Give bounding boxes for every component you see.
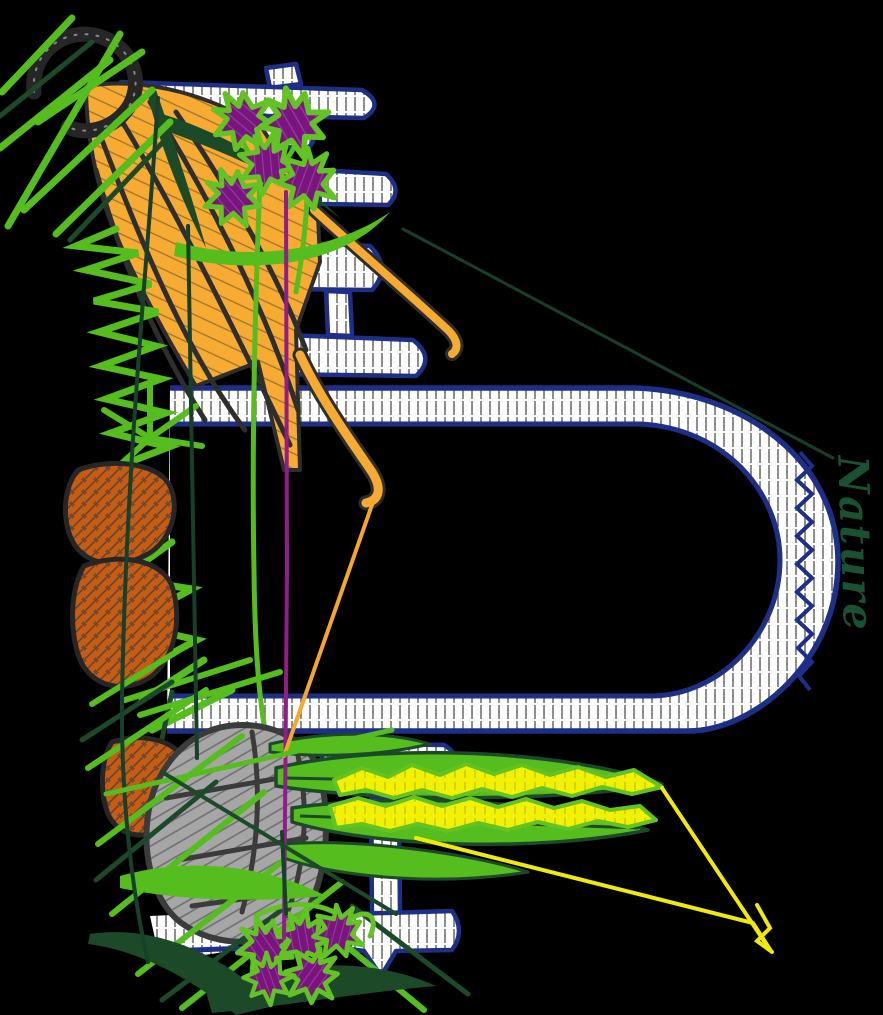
fern-frond xyxy=(120,865,326,900)
script-word: Nature xyxy=(828,453,883,633)
thread-dark-green xyxy=(119,96,160,964)
rock xyxy=(143,722,329,945)
bowl-hole xyxy=(170,424,780,696)
leaf xyxy=(158,114,342,220)
purple-flower-cluster-top xyxy=(201,83,344,751)
bowl-outer-outline xyxy=(167,385,841,734)
yellow-leaf xyxy=(328,795,658,833)
purple-flower-cluster-bottom xyxy=(232,899,376,1011)
script-word-group: Nature xyxy=(828,453,883,633)
dark-blade-across-rock xyxy=(160,770,398,916)
hook-stitch-ticks xyxy=(32,33,137,132)
stem-serif-top xyxy=(263,61,304,91)
thread-dark-green-diagonal xyxy=(401,227,835,460)
bowl-inner-outline xyxy=(170,421,783,699)
stem-bar xyxy=(323,288,355,339)
stem-bar xyxy=(315,167,398,208)
thread-magenta xyxy=(282,190,290,940)
letter-p-bowl xyxy=(167,385,841,734)
thread-yellow-zigzag xyxy=(753,903,774,954)
leaf xyxy=(174,212,390,266)
thread-orange xyxy=(282,500,375,758)
thread-dark-green xyxy=(186,224,199,760)
thread-yellow xyxy=(414,836,773,953)
pinecone xyxy=(63,460,177,567)
fern-leaf xyxy=(282,841,530,881)
grass-blade-across-rock xyxy=(103,727,395,797)
stitch-jump-threads xyxy=(103,96,835,964)
bowl-zigzag-stitch xyxy=(794,450,815,692)
